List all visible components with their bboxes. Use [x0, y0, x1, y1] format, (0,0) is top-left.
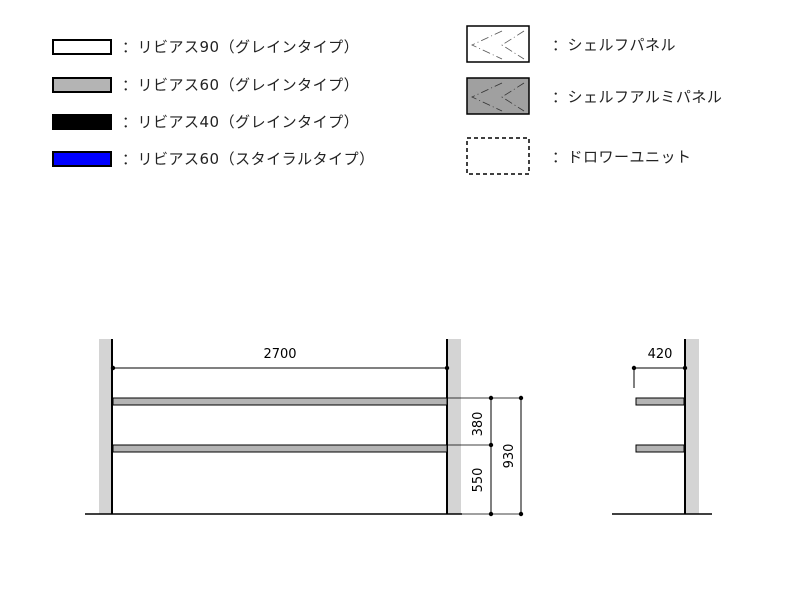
legend-label: ：リビアス60（グレインタイプ） [122, 76, 360, 94]
legend-label: ：リビアス90（グレインタイプ） [122, 38, 360, 56]
shelf-panel-icon [466, 25, 530, 63]
legend-item-libias60-grain: ：リビアス60（グレインタイプ） [52, 74, 359, 95]
shelf-gap-dimension-label: 380 [471, 412, 486, 437]
legend-item-libias40-grain: ：リビアス40（グレインタイプ） [52, 111, 359, 132]
legend-label: ：ドロワーユニット [552, 147, 692, 166]
legend-label: ：リビアス40（グレインタイプ） [122, 113, 360, 131]
upper-shelf [112, 397, 448, 406]
legend-item-shelf-aluminum-panel: ：シェルフアルミパネル [466, 77, 722, 115]
dimension-point [518, 511, 524, 517]
legend-item-libias60-styral: ：リビアス60（スタイラルタイプ） [52, 148, 375, 169]
legend-item-drawer-unit: ：ドロワーユニット [466, 137, 692, 175]
dimension-point [110, 365, 116, 371]
legend-swatch-gray [52, 76, 112, 93]
legend-item-shelf-panel: ：シェルフパネル [466, 25, 676, 63]
shelf-aluminum-panel-icon [466, 77, 530, 115]
dimension-point [488, 442, 494, 448]
legend-item-libias90-grain: ：リビアス90（グレインタイプ） [52, 36, 359, 57]
legend-swatch-blue [52, 150, 112, 167]
side-lower-shelf [635, 444, 685, 453]
lower-shelf [112, 444, 448, 453]
side-upper-shelf [635, 397, 685, 406]
dimension-point [444, 365, 450, 371]
dimension-point [488, 395, 494, 401]
left-wall [99, 339, 112, 514]
front-elevation: 2700 380 550 930 [85, 339, 524, 517]
side-elevation: 420 [612, 339, 712, 515]
legend-label: ：シェルフアルミパネル [552, 87, 723, 106]
legend-swatch-black [52, 113, 112, 130]
side-wall [686, 339, 699, 514]
drawer-unit-icon [466, 137, 530, 175]
total-height-dimension-label: 930 [502, 444, 517, 469]
dimension-point [682, 365, 688, 371]
width-dimension-label: 2700 [263, 347, 296, 362]
depth-dimension-label: 420 [648, 347, 673, 362]
legend-label: ：リビアス60（スタイラルタイプ） [122, 150, 375, 168]
legend-label: ：シェルフパネル [552, 35, 677, 54]
legend-swatch-white [52, 38, 112, 55]
dimension-point [518, 395, 524, 401]
right-wall [448, 339, 461, 514]
dimension-point [631, 365, 637, 371]
bottom-height-dimension-label: 550 [471, 468, 486, 493]
dimension-point [488, 511, 494, 517]
